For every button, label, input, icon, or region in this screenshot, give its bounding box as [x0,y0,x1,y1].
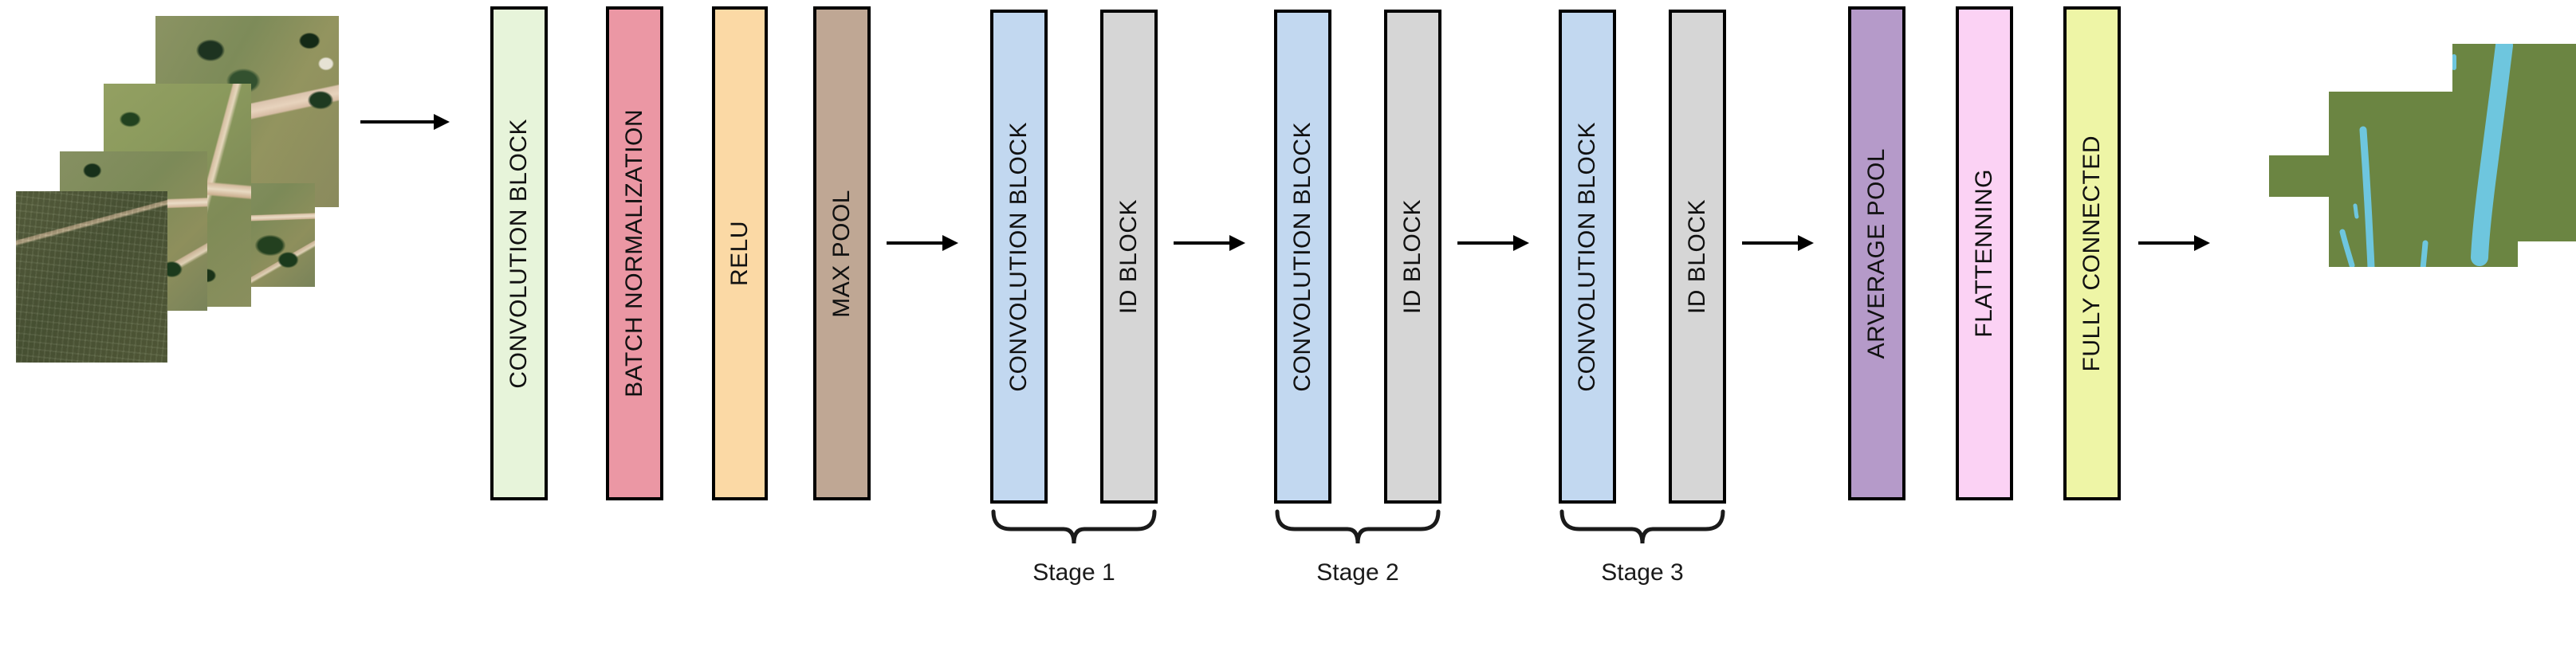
arrow-shaft [1742,241,1799,245]
block-label: ARVERAGE POOL [1863,147,1890,359]
stage-2-label: Stage 2 [1316,559,1399,586]
input-image-stack [0,0,383,478]
arrow-stage3-to-head [1742,233,1814,253]
block-id-block-stage1[interactable]: ID BLOCK [1100,10,1158,504]
block-label: CONVOLUTION BLOCK [1574,121,1600,392]
block-convolution-block-stage2[interactable]: CONVOLUTION BLOCK [1274,10,1331,504]
arrow-stage2-to-stage3 [1457,233,1529,253]
stage-1-label: Stage 1 [1032,559,1115,586]
block-fully-connected[interactable]: FULLY CONNECTED [2063,6,2121,500]
block-label: ID BLOCK [1115,198,1142,315]
block-label: RELU [726,220,753,287]
block-label: BATCH NORMALIZATION [621,109,647,398]
block-average-pool[interactable]: ARVERAGE POOL [1848,6,1905,500]
arrow-head [1229,235,1245,251]
block-label: CONVOLUTION BLOCK [1005,121,1032,392]
arrow-shaft [1457,241,1514,245]
arrow-input-to-block1 [360,112,450,132]
block-label: FLATTENNING [1971,169,1997,338]
arrow-head [1513,235,1529,251]
stage-3-brace [1559,508,1726,547]
aerial-terrain-texture [16,191,167,363]
block-batch-normalization[interactable]: BATCH NORMALIZATION [606,6,663,500]
block-convolution-block-stage3[interactable]: CONVOLUTION BLOCK [1559,10,1616,504]
block-label: CONVOLUTION BLOCK [1289,121,1316,392]
stage-2-brace [1274,508,1441,547]
arrow-head [1798,235,1814,251]
block-max-pool[interactable]: MAX POOL [813,6,871,500]
arrow-head [942,235,958,251]
block-label: ID BLOCK [1399,198,1426,315]
block-id-block-stage2[interactable]: ID BLOCK [1384,10,1441,504]
block-flattening[interactable]: FLATTENNING [1956,6,2013,500]
block-relu[interactable]: RELU [712,6,768,500]
arrow-shaft [360,120,435,124]
stage-3-label: Stage 3 [1601,559,1684,586]
block-label: ID BLOCK [1684,198,1710,315]
arrow-head [2194,235,2210,251]
arrow-shaft [887,241,943,245]
block-convolution-block-stem[interactable]: CONVOLUTION BLOCK [490,6,548,500]
block-label: MAX POOL [828,189,855,318]
arrow-shaft [2138,241,2195,245]
input-tile-5 [16,191,167,363]
arrow-head-to-output [2138,233,2210,253]
output-segmentation-mask [2269,44,2576,378]
arrow-shaft [1174,241,1230,245]
block-label: CONVOLUTION BLOCK [505,118,532,389]
block-convolution-block-stage1[interactable]: CONVOLUTION BLOCK [990,10,1048,504]
block-label: FULLY CONNECTED [2078,135,2105,372]
block-id-block-stage3[interactable]: ID BLOCK [1669,10,1726,504]
arrow-head [434,114,450,130]
arrow-block1-to-stage1 [887,233,958,253]
stage-1-brace [990,508,1158,547]
arrow-stage1-to-stage2 [1174,233,1245,253]
mask-vegetation-region [2269,44,2576,267]
